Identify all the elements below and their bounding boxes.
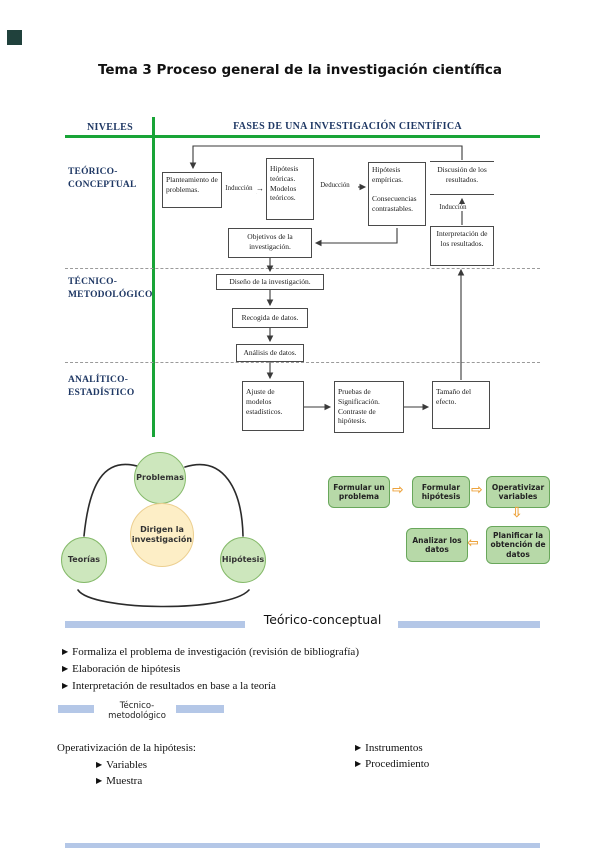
- process-step-formular-hipotesis: Formular hipótesis: [412, 476, 470, 508]
- bullet-item: ▶Formaliza el problema de investigación …: [62, 646, 359, 658]
- box-objetivos: Objetivos de la investigación.: [228, 228, 312, 258]
- level-label-tecnico: TÉCNICO-METODOLÓGICO: [68, 277, 153, 300]
- arrow-empiricas-to-objetivos: [314, 228, 398, 247]
- bullet-item: ▶Interpretación de resultados en base a …: [62, 680, 276, 692]
- right-arrow-icon: →: [254, 184, 266, 193]
- bullet-icon: ▶: [355, 743, 362, 752]
- bullet-icon: ▶: [62, 681, 69, 690]
- bullet-item: ▶Elaboración de hipótesis: [62, 663, 180, 675]
- label-induccion-top: Inducción: [224, 185, 254, 192]
- bullet-item: ▶Variables: [96, 759, 147, 771]
- process-step-planificar-obtencion: Planificar la obtención de datos: [486, 526, 550, 564]
- bullet-item: ▶Instrumentos: [355, 742, 423, 754]
- bullet-icon: ▶: [62, 647, 69, 656]
- process-step-formular-problema: Formular un problema: [328, 476, 390, 508]
- operativizacion-intro: Operativización de la hipótesis:: [57, 742, 196, 754]
- bullet-text: Interpretación de resultados en base a l…: [72, 680, 276, 692]
- bullet-text: Instrumentos: [365, 742, 423, 754]
- banner-bar-left: [65, 621, 245, 628]
- label-induccion-right: Inducción: [432, 204, 474, 211]
- level-label-analitico: ANALÍTICO-ESTADÍSTICO: [68, 375, 135, 398]
- box-pruebas: Pruebas de Significación. Contraste de h…: [334, 381, 404, 433]
- bullet-text: Formaliza el problema de investigación (…: [72, 646, 359, 658]
- table-header-fases: FASES DE UNA INVESTIGACIÓN CIENTÍFICA: [233, 121, 462, 132]
- banner-bar-left: [58, 705, 94, 713]
- page-corner-marker: [7, 30, 22, 45]
- row-separator: [65, 362, 540, 363]
- box-tamano: Tamaño del efecto.: [432, 381, 490, 429]
- flow-arrow-left-icon: ⇦: [467, 535, 479, 551]
- box-planteamiento: Planteamiento de problemas.: [162, 172, 222, 208]
- flow-arrow-right-icon: ⇨: [471, 482, 483, 498]
- process-step-analizar-datos: Analizar los datos: [406, 528, 468, 562]
- bullet-text: Procedimiento: [365, 758, 430, 770]
- box-hipotesis-empiricas: Hipótesis empíricas. Consecuencias contr…: [368, 162, 426, 226]
- box-interpretacion: Interpretación de los resultados.: [430, 226, 494, 266]
- box-ajuste: Ajuste de modelos estadísticos.: [242, 381, 304, 431]
- bullet-item: ▶Muestra: [96, 775, 142, 787]
- circle-teorias: Teorías: [61, 537, 107, 583]
- box-recogida: Recogida de datos.: [232, 308, 308, 328]
- circle-problemas: Problemas: [134, 452, 186, 504]
- banner-bar-right: [398, 621, 540, 628]
- table-header-niveles: NIVELES: [86, 122, 133, 133]
- flow-arrow-down-icon: ⇩: [511, 505, 523, 521]
- table-column-divider: [152, 117, 155, 437]
- banner-bar-right: [176, 705, 224, 713]
- label-deduccion: Deducción: [318, 182, 352, 189]
- bullet-icon: ▶: [96, 776, 103, 785]
- flow-arrow-right-icon: ⇨: [392, 482, 404, 498]
- bullet-icon: ▶: [62, 664, 69, 673]
- bullet-text: Muestra: [106, 775, 143, 787]
- bullet-icon: ▶: [96, 760, 103, 769]
- box-discusion: Discusión de los resultados.: [430, 161, 494, 195]
- circle-hipotesis: Hipótesis: [220, 537, 266, 583]
- venn-link-teorias-hipotesis: [77, 589, 250, 608]
- box-diseno: Diseño de la investigación.: [216, 274, 324, 290]
- circle-dirigen-investigacion: Dirigen la investigación: [130, 503, 194, 567]
- box-hipotesis-teoricas: Hipótesis teóricas. Modelos teóricos.: [266, 158, 314, 220]
- section-title-teorico-conceptual: Teórico-conceptual: [263, 612, 382, 627]
- bullet-text: Variables: [106, 759, 148, 771]
- page-title: Tema 3 Proceso general de la investigaci…: [97, 62, 503, 78]
- row-separator: [65, 268, 540, 269]
- bullet-icon: ▶: [355, 759, 362, 768]
- table-header-underline: [65, 135, 540, 138]
- section-title-tecnico-metodologico: Técnico-metodológico: [108, 701, 166, 721]
- page-bottom-bar: [65, 843, 540, 848]
- box-analisis: Análisis de datos.: [236, 344, 304, 362]
- level-label-teorico: TEÓRICO-CONCEPTUAL: [68, 167, 137, 190]
- bullet-item: ▶Procedimiento: [355, 758, 429, 770]
- process-step-operativizar-variables: Operativizar variables: [486, 476, 550, 508]
- bullet-text: Elaboración de hipótesis: [72, 663, 181, 675]
- venn-link-problemas-hipotesis: [184, 463, 244, 537]
